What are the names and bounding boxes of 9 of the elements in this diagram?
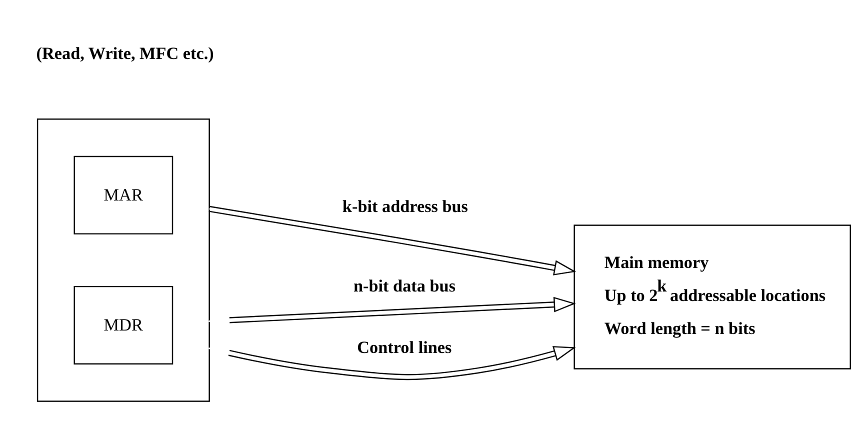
node-box: MDR <box>74 285 174 364</box>
arrow <box>208 344 576 380</box>
cluster <box>36 118 210 402</box>
edge-label: Control lines <box>357 338 452 357</box>
node-box: MAR <box>74 155 174 234</box>
arrow <box>208 205 576 275</box>
edge-label: k-bit address bus <box>342 196 468 216</box>
label: (Read, Write, MFC etc.) <box>36 44 214 63</box>
edge-label: n-bit data bus <box>353 276 456 296</box>
